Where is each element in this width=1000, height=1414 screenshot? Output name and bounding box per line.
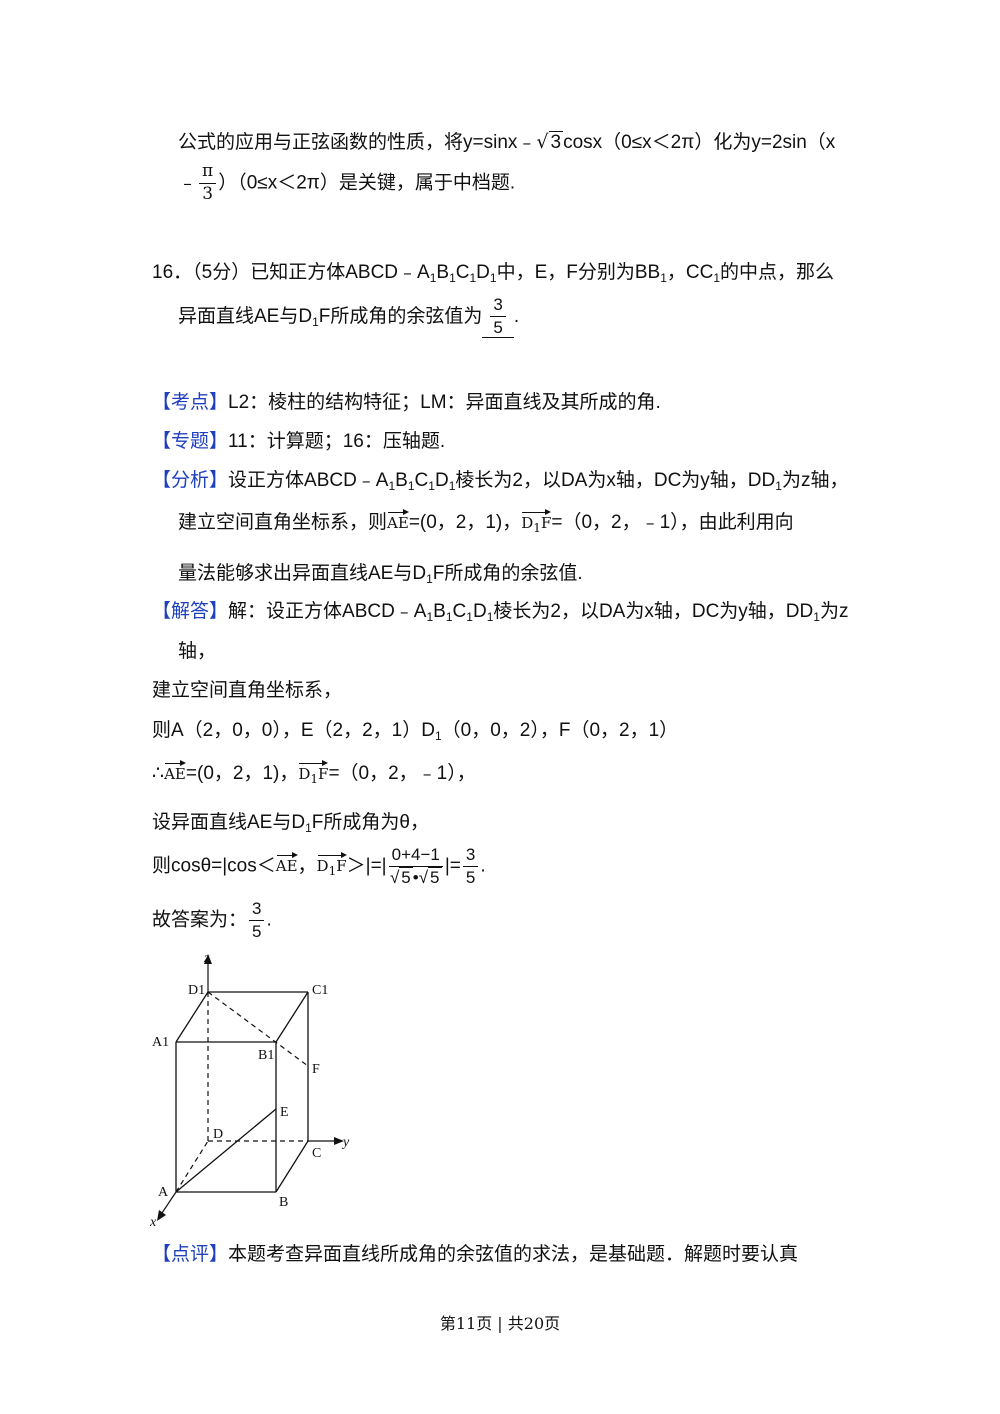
cube-figure: z y x D1 C1 A1 B1 F E D C A B bbox=[149, 951, 350, 1230]
fenxi-tag: 【分析】 bbox=[152, 470, 229, 491]
jieda-line-6: 设异面直线AE与D1F所成角为θ， bbox=[152, 812, 429, 835]
label-a1: A1 bbox=[152, 1035, 169, 1050]
edge-b1-c1 bbox=[275, 991, 309, 1043]
fenxi-line-2: 建立空间直角坐标系，则AE=(0，2，1)，D1F=（0，2，﹣1），由此利用向 bbox=[178, 509, 794, 535]
page-footer: 第11页 | 共20页 bbox=[439, 1314, 561, 1333]
edge-b-c bbox=[275, 1140, 309, 1193]
label-b1: B1 bbox=[258, 1048, 274, 1063]
jieda-line-3: 建立空间直角坐标系， bbox=[152, 680, 343, 701]
y-axis-arrow bbox=[334, 1137, 344, 1145]
edge-a1-d1 bbox=[175, 991, 209, 1043]
jieda-line-1: 【解答】解：设正方体ABCD﹣A1B1C1D1棱长为2，以DA为x轴，DC为y轴… bbox=[152, 601, 849, 624]
jieda-line-4: 则A（2，0，0），E（2，2，1）D1（0，0，2），F（0，2，1） bbox=[152, 720, 679, 743]
zhuanti-tag: 【专题】 bbox=[152, 431, 229, 452]
edge-a-d bbox=[175, 1140, 209, 1193]
dianping-tag: 【点评】 bbox=[152, 1244, 229, 1265]
label-c1: C1 bbox=[312, 983, 328, 998]
label-d1: D1 bbox=[188, 983, 205, 998]
x-axis bbox=[159, 1191, 177, 1217]
label-z: z bbox=[203, 951, 210, 966]
kaodian-tag: 【考点】 bbox=[152, 392, 229, 413]
label-b: B bbox=[279, 1195, 288, 1210]
dianping-line: 【点评】本题考查异面直线所成角的余弦值的求法，是基础题．解题时要认真 bbox=[152, 1244, 799, 1265]
label-d: D bbox=[213, 1127, 223, 1142]
label-a: A bbox=[158, 1185, 169, 1200]
label-y: y bbox=[341, 1135, 350, 1150]
segment-ae bbox=[175, 1108, 277, 1193]
segment-d1f bbox=[207, 991, 309, 1067]
fenxi-line-3: 量法能够求出异面直线AE与D1F所成角的余弦值. bbox=[178, 563, 583, 586]
fenxi-line-1: 【分析】设正方体ABCD﹣A1B1C1D1棱长为2，以DA为x轴，DC为y轴，D… bbox=[152, 470, 849, 493]
label-e: E bbox=[280, 1105, 289, 1120]
sqrt-3: √3 bbox=[536, 131, 564, 153]
vector-d1f: D1F bbox=[521, 509, 552, 534]
zhuanti-line: 【专题】11：计算题；16：压轴题. bbox=[152, 431, 446, 452]
label-c: C bbox=[312, 1146, 321, 1161]
label-f: F bbox=[312, 1062, 320, 1077]
z-axis-arrow bbox=[204, 954, 212, 964]
vector-ae: AE bbox=[164, 760, 186, 782]
vector-d1f: D1F bbox=[317, 852, 347, 877]
vector-d1f: D1F bbox=[298, 760, 329, 785]
label-x: x bbox=[149, 1215, 157, 1230]
jieda-line-2: 轴， bbox=[178, 641, 217, 662]
kaodian-line: 【考点】L2：棱柱的结构特征；LM：异面直线及其所成的角. bbox=[152, 392, 661, 413]
question-16-line-1: 16．（5分）已知正方体ABCD﹣A1B1C1D1中，E，F分别为BB1，CC1… bbox=[152, 262, 835, 285]
x-axis-arrow bbox=[157, 1210, 166, 1221]
jieda-tag: 【解答】 bbox=[152, 601, 229, 622]
jieda-line-5: ∴AE=(0，2，1)，D1F=（0，2，﹣1）， bbox=[152, 760, 476, 786]
cos-fraction: 0+4−1√5•√5 bbox=[388, 846, 443, 887]
vector-ae: AE bbox=[276, 852, 298, 874]
vector-ae: AE bbox=[387, 509, 409, 531]
